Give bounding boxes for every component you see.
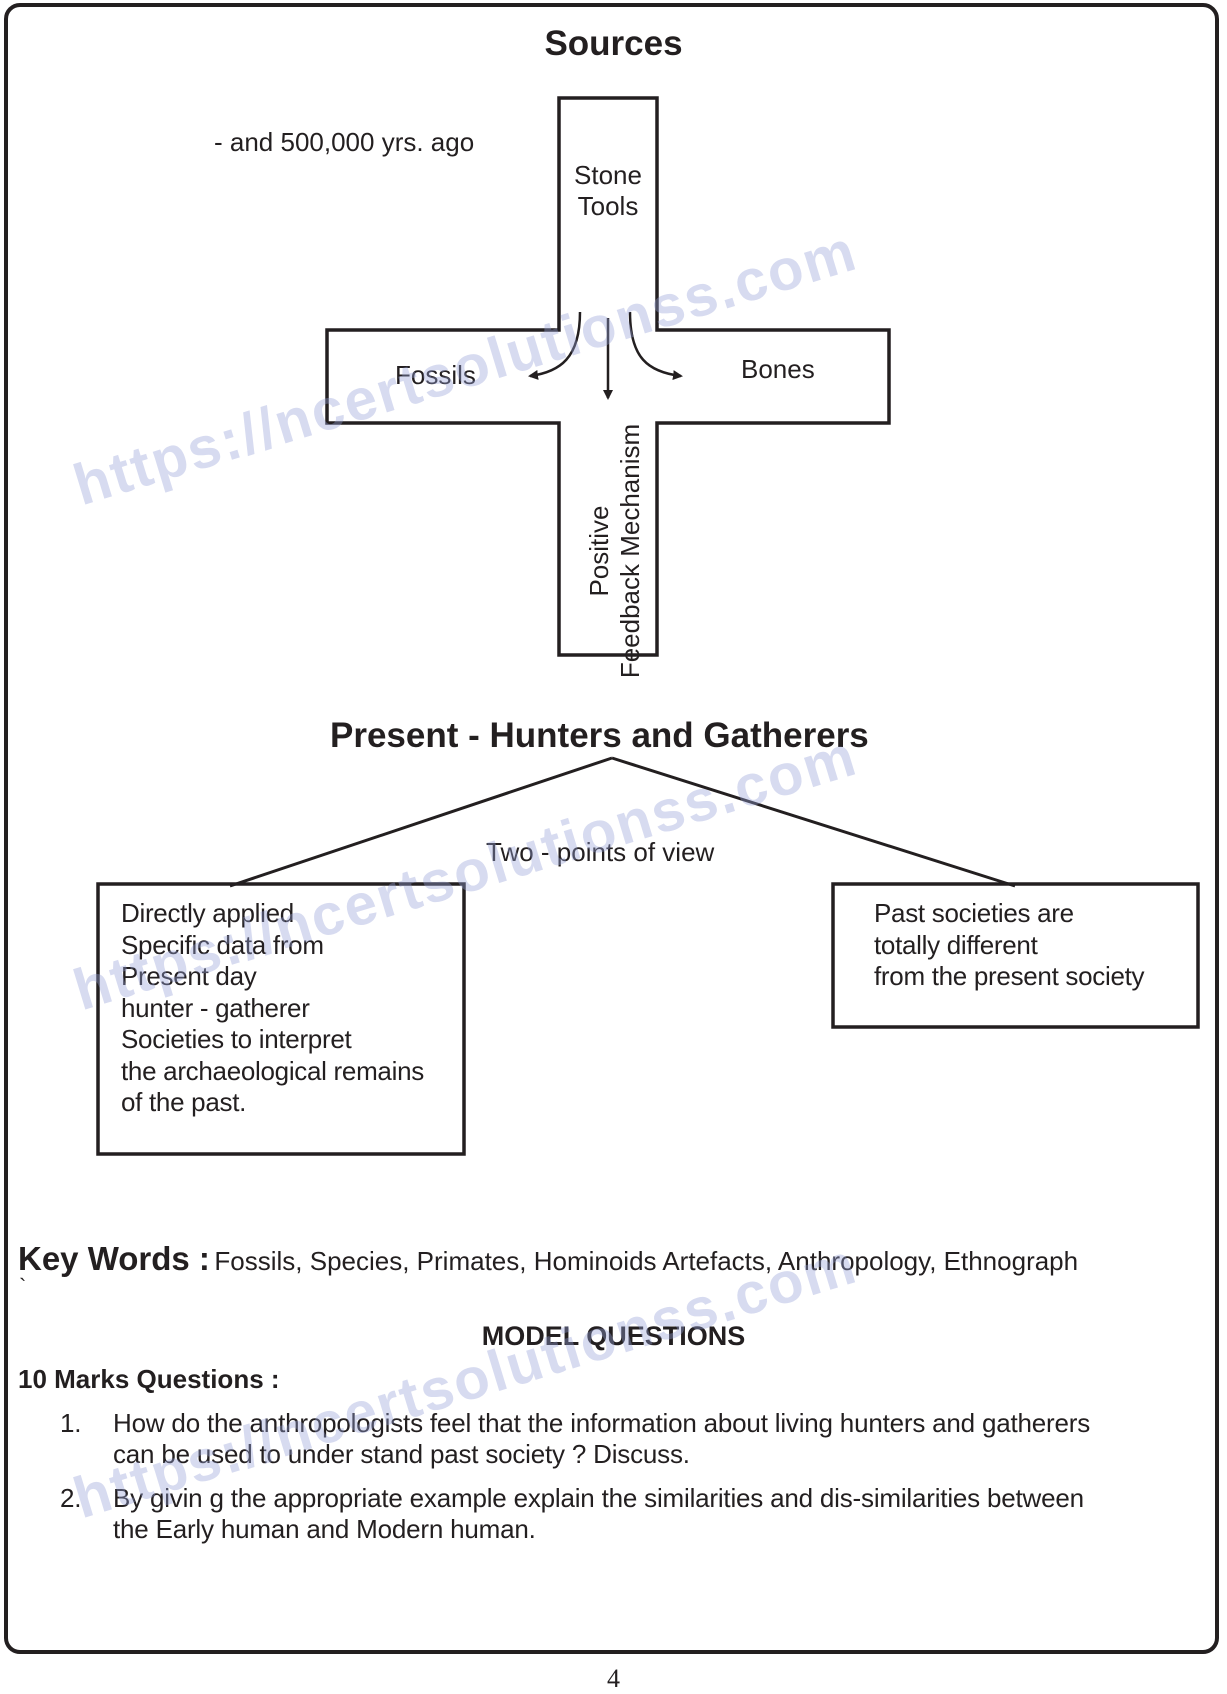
marks-heading: 10 Marks Questions : <box>18 1364 280 1394</box>
feedback-line-2: Feedback Mechanism <box>615 423 645 679</box>
question-line: can be used to under stand past society … <box>113 1439 690 1469</box>
branch-left <box>229 756 613 888</box>
arrow-to-fossils <box>528 311 582 380</box>
left-box-line: Specific data from <box>121 929 324 960</box>
right-box <box>831 882 1200 1029</box>
left-box-line: the archaeological remains <box>121 1055 424 1086</box>
model-questions-title: MODEL QUESTIONS <box>481 1321 746 1351</box>
left-box-text: Directly applied Specific data from Pres… <box>121 898 461 1119</box>
branch-right <box>611 756 1016 888</box>
time-note: - and 500,000 yrs. ago <box>214 127 475 157</box>
question-number: 2. <box>60 1483 82 1513</box>
question-2: By givin g the appropriate example expla… <box>113 1483 1213 1545</box>
stone-tools-label: Stone Tools <box>574 160 642 221</box>
present-title: Present - Hunters and Gatherers <box>330 716 869 755</box>
bones-label: Bones <box>741 354 815 384</box>
question-line: the Early human and Modern human. <box>113 1514 536 1544</box>
left-box-line: Directly applied <box>121 898 294 928</box>
key-words: Key Words : Fossils, Species, Primates, … <box>18 1240 1078 1278</box>
arrow-to-bones <box>628 311 683 380</box>
left-box-line: hunter - gatherer <box>121 992 310 1023</box>
question-line: By givin g the appropriate example expla… <box>113 1483 1084 1513</box>
page-border <box>4 3 1219 1654</box>
right-box-line: Past societies are <box>874 898 1074 928</box>
key-words-label: Key Words : <box>18 1240 210 1277</box>
question-line: How do the anthropologists feel that the… <box>113 1408 1090 1438</box>
question-1: How do the anthropologists feel that the… <box>113 1408 1213 1470</box>
right-box-text: Past societies are totally different fro… <box>874 898 1194 993</box>
branch-label: Two - points of view <box>486 837 715 867</box>
feedback-line-1: Positive <box>584 505 614 597</box>
left-box-line: of the past. <box>121 1087 247 1117</box>
fossils-label: Fossils <box>395 360 476 390</box>
sources-title: Sources <box>544 24 683 63</box>
right-box-line: from the present society <box>874 961 1145 991</box>
feedback-label: Positive Feedback Mechanism <box>584 416 646 686</box>
left-box-line: Societies to interpret <box>121 1024 352 1054</box>
left-box <box>96 882 466 1156</box>
stray-mark: ` <box>19 1274 27 1299</box>
key-words-text: Fossils, Species, Primates, Hominoids Ar… <box>214 1246 1079 1276</box>
right-box-line: totally different <box>874 929 1038 960</box>
sources-cross <box>325 96 891 657</box>
page-number: 4 <box>607 1664 620 1693</box>
question-number: 1. <box>60 1408 82 1438</box>
left-box-line: Present day <box>121 961 257 991</box>
